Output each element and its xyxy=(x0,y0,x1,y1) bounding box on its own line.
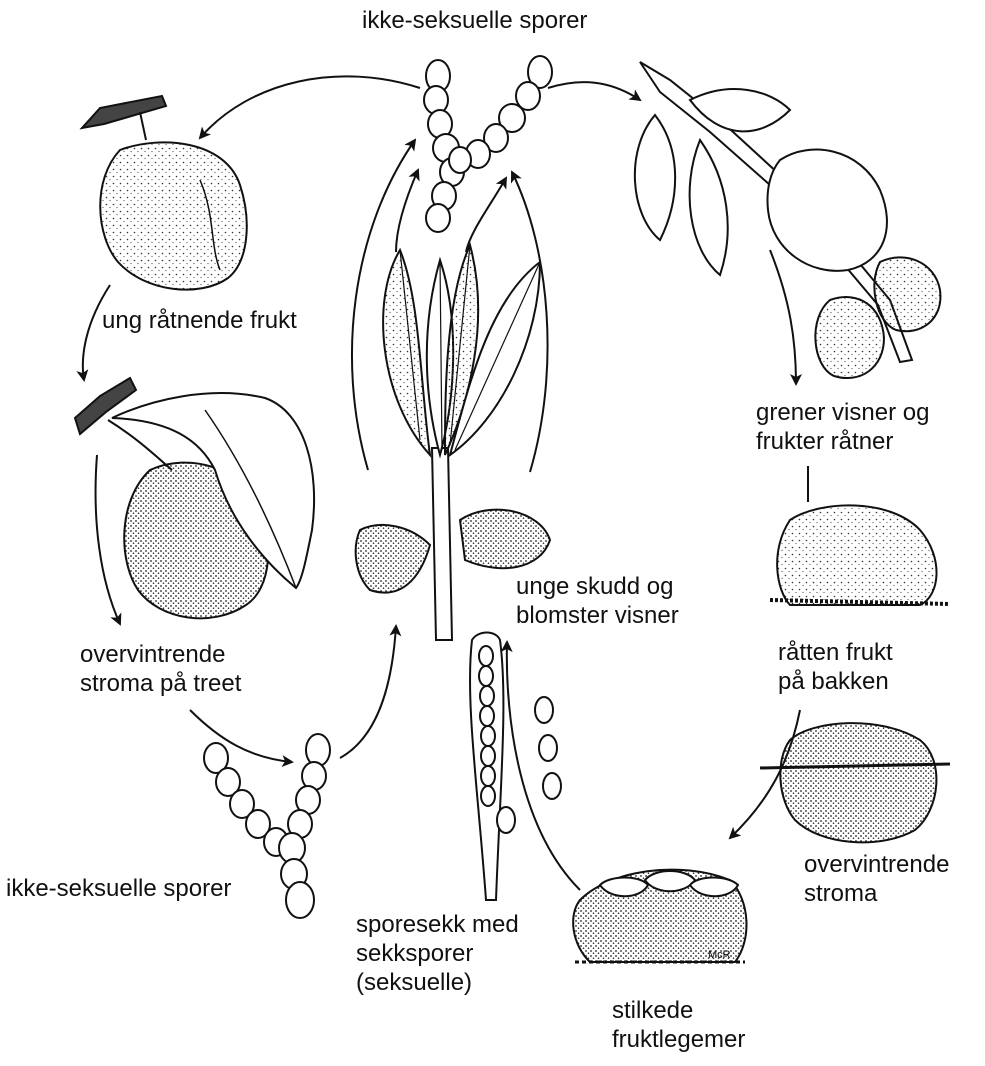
label-overwintering-stroma-tree: overvintrende stroma på treet xyxy=(80,640,241,698)
label-asexual-spores-bottom: ikke-seksuelle sporer xyxy=(6,874,231,903)
ascus-with-ascospores xyxy=(470,633,561,901)
label-stalked-fruiting-bodies: stilkede fruktlegemer xyxy=(612,996,745,1054)
overwintering-fruit-on-tree xyxy=(75,378,314,618)
arrow-spores-to-branch xyxy=(548,82,640,100)
wilted-branch-with-fruit xyxy=(635,62,941,378)
arrow-shoot-to-spores-b xyxy=(396,170,418,252)
label-overwintering-stroma-line-1: overvintrende xyxy=(804,850,949,879)
label-young-shoots-wilt: unge skudd og blomster visner xyxy=(516,572,679,630)
label-ascus-with-ascospores: sporesekk med sekksporer (seksuelle) xyxy=(356,910,519,997)
label-ascus-line-2: sekksporer xyxy=(356,939,519,968)
label-stalked-fruiting-bodies-line-2: fruktlegemer xyxy=(612,1025,745,1054)
arrow-shoot-to-spores-c xyxy=(466,178,506,252)
label-rotten-fruit-ground-line-2: på bakken xyxy=(778,667,893,696)
label-overwintering-stroma: overvintrende stroma xyxy=(804,850,949,908)
label-overwintering-stroma-line-2: stroma xyxy=(804,879,949,908)
label-young-shoots-wilt-line-2: blomster visner xyxy=(516,601,679,630)
arrow-stroma-down xyxy=(96,455,120,624)
label-branches-wilt-line-1: grener visner og xyxy=(756,398,929,427)
label-ascus-line-1: sporesekk med xyxy=(356,910,519,939)
arrow-spores-to-shoots xyxy=(340,626,396,758)
label-rotten-fruit-ground-line-1: råtten frukt xyxy=(778,638,893,667)
arrow-cups-to-shoots xyxy=(507,642,580,890)
arrow-spores-to-young-fruit xyxy=(200,76,420,138)
artist-signature: McR xyxy=(708,949,731,961)
label-stalked-fruiting-bodies-line-1: stilkede xyxy=(612,996,745,1025)
label-branches-wilt-line-2: frukter råtner xyxy=(756,427,929,456)
label-young-rotting-fruit: ung råtnende frukt xyxy=(102,306,297,335)
overwintering-stroma-in-soil xyxy=(760,723,950,842)
arrow-branch-to-label xyxy=(770,250,796,384)
label-asexual-spores-top: ikke-seksuelle sporer xyxy=(362,6,587,35)
label-ascus-line-3: (seksuelle) xyxy=(356,968,519,997)
rotten-fruit-on-ground xyxy=(770,505,950,605)
label-overwintering-stroma-tree-line-2: stroma på treet xyxy=(80,669,241,698)
label-branches-wilt: grener visner og frukter råtner xyxy=(756,398,929,456)
label-rotten-fruit-ground: råtten frukt på bakken xyxy=(778,638,893,696)
label-overwintering-stroma-tree-line-1: overvintrende xyxy=(80,640,241,669)
young-rotting-fruit xyxy=(82,96,247,290)
label-young-shoots-wilt-line-1: unge skudd og xyxy=(516,572,679,601)
